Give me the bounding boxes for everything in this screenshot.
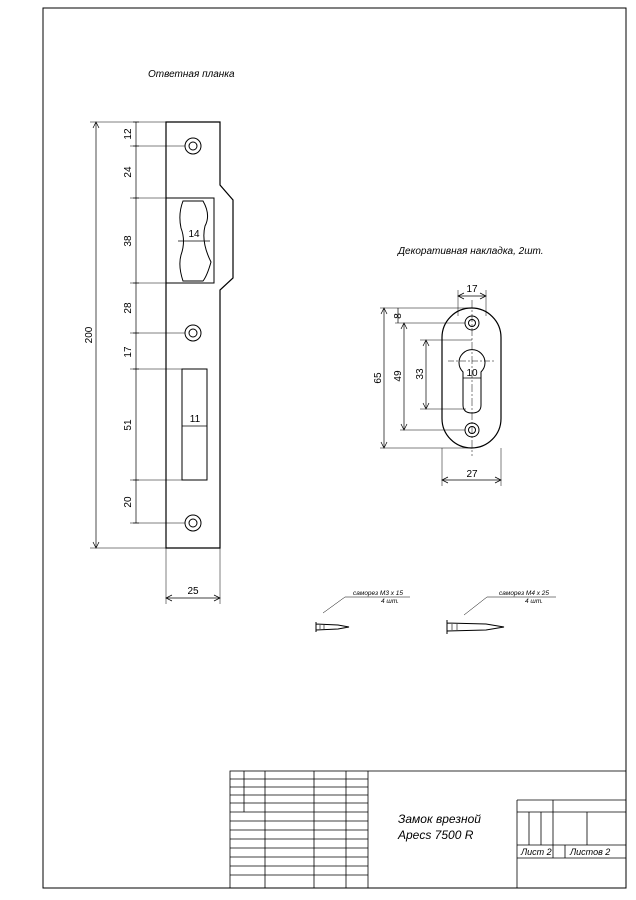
dim-20: 20: [123, 496, 134, 508]
strike-plate-dimension-lines: [92, 121, 221, 602]
dim-24: 24: [123, 166, 134, 178]
dim-esc-49: 49: [393, 370, 404, 382]
dim-25: 25: [187, 586, 199, 597]
dim-12: 12: [123, 128, 134, 140]
dim-14: 14: [188, 229, 200, 240]
screw-hole-bottom: [184, 514, 202, 532]
dim-38: 38: [123, 235, 134, 247]
screw-m4-qty: 4 шт.: [525, 598, 543, 605]
dim-esc-27: 27: [466, 469, 478, 480]
screw-hole-middle: [184, 324, 202, 342]
strike-plate-outline: [165, 121, 234, 549]
dim-28: 28: [123, 302, 134, 314]
dim-esc-10: 10: [466, 368, 478, 379]
drawing-title-line1: Замок врезной: [398, 812, 481, 826]
escutcheon-extension-lines: [380, 290, 502, 486]
screw-hole-top: [184, 137, 202, 155]
dim-51: 51: [123, 419, 134, 431]
screw-m4: саморез М4 х 25 4 шт.: [446, 590, 556, 634]
strike-plate-caption: Ответная планка: [148, 69, 235, 80]
title-block: [229, 770, 627, 889]
dim-11: 11: [190, 414, 201, 425]
sheet-total: Листов 2: [569, 847, 610, 857]
drawing-title-line2: Apecs 7500 R: [397, 828, 474, 842]
screw-m3: саморез М3 х 15 4 шт.: [315, 590, 410, 632]
dim-200: 200: [84, 326, 95, 343]
bolt-window: [181, 368, 208, 481]
latch-profile: [179, 200, 212, 282]
screw-m4-label: саморез М4 х 25: [499, 590, 549, 597]
strike-plate-extension-lines: [90, 121, 221, 604]
escutcheon-dimension-lines: [380, 292, 502, 484]
escutcheon-caption: Декоративная накладка, 2шт.: [397, 246, 544, 257]
sheet-number: Лист 2: [520, 847, 552, 857]
dim-esc-17: 17: [466, 284, 478, 295]
dim-esc-65: 65: [373, 372, 384, 384]
dim-esc-33: 33: [415, 368, 426, 380]
strike-plate: [165, 121, 234, 549]
screw-m3-label: саморез М3 х 15: [353, 590, 403, 597]
latch-window: [166, 197, 215, 284]
cylinder-hole: [458, 349, 486, 414]
dim-esc-8: 8: [393, 313, 404, 319]
screw-m3-qty: 4 шт.: [381, 598, 399, 605]
dim-17: 17: [123, 346, 134, 358]
